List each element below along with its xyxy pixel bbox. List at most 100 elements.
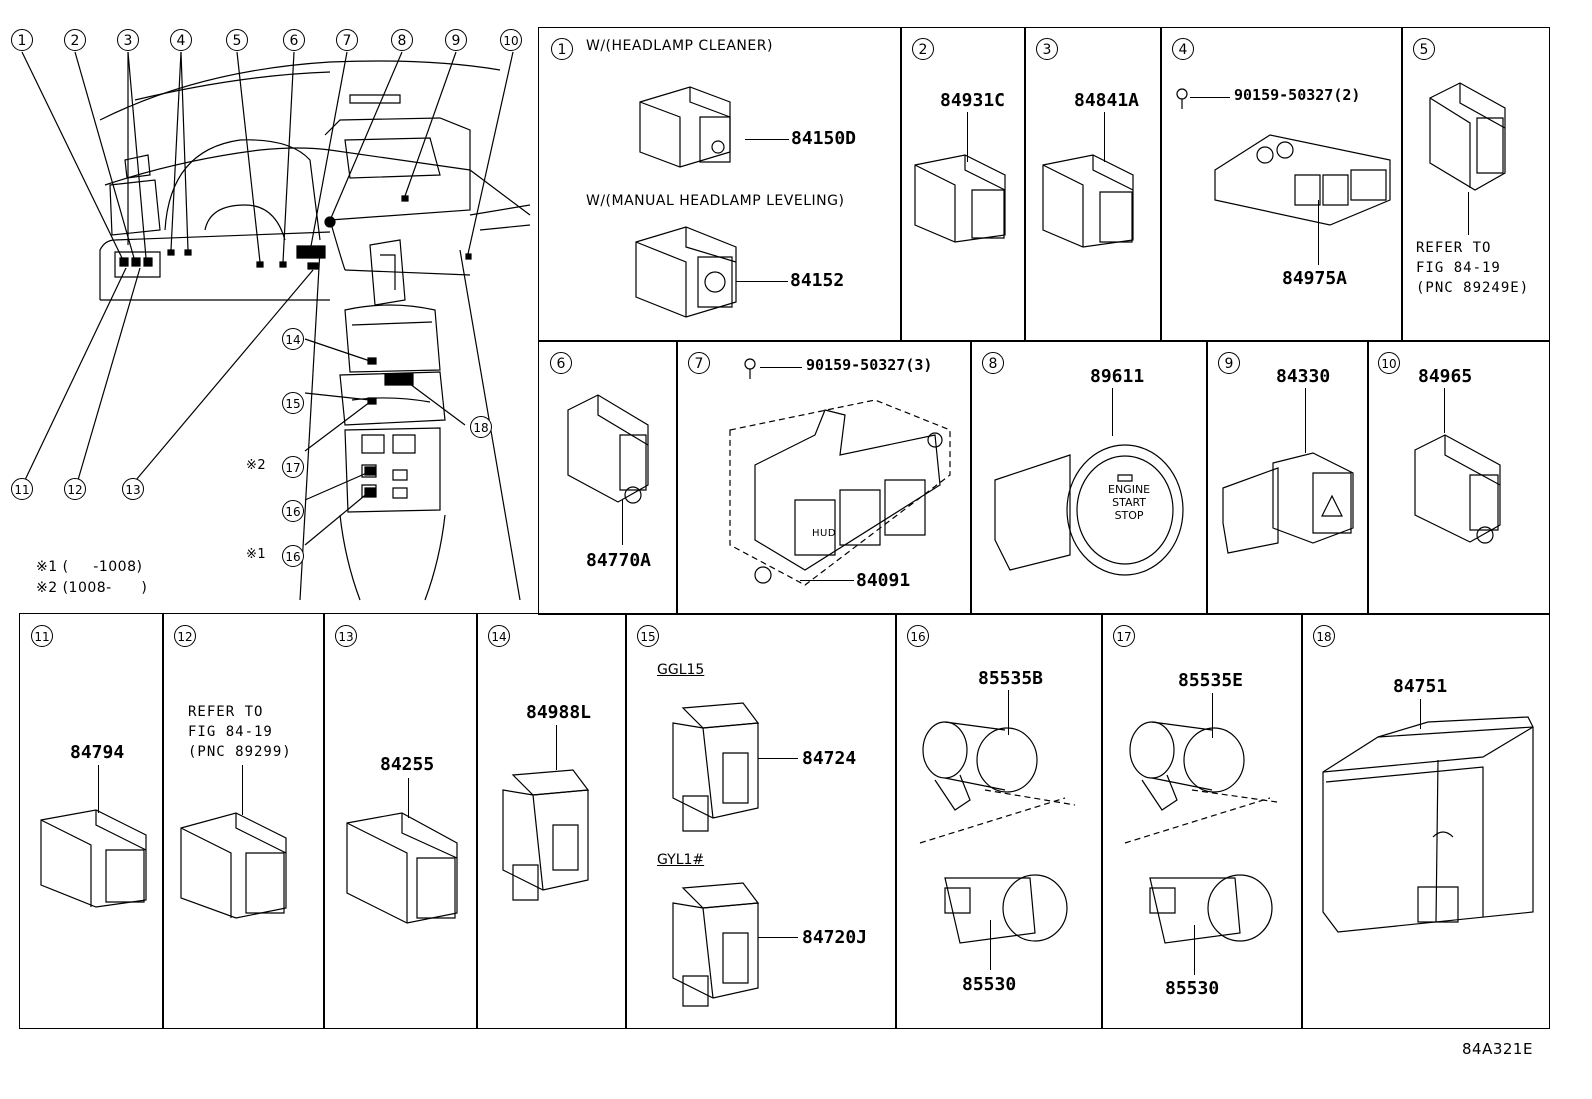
socket-cap-85535b [915,720,1080,830]
leader-84931c [967,112,969,162]
mark-2-label: ※2 [246,458,267,473]
leader-panel-12 [242,765,244,815]
panel-14-number: 14 [488,625,510,647]
engine-start-stop-text: ENGINE START STOP [1108,483,1151,522]
part-84975a: 84975A [1282,268,1348,289]
dashboard-drawing [0,0,535,610]
leader-84724 [758,758,798,760]
switch-panel-12 [176,808,291,923]
switch-84720j [668,878,763,1018]
callout-18: 18 [470,416,492,438]
callout-9: 9 [445,29,467,51]
part-89611: 89611 [1090,366,1145,387]
screw-icon [742,358,758,380]
leader-84720j [758,937,798,939]
panel-10 [1367,340,1550,615]
screw-90159-50327-2: 90159-50327(2) [1234,86,1361,104]
panel-11 [19,613,164,1029]
panel-5 [1401,27,1550,342]
panel-1-number: 1 [551,38,573,60]
part-84255: 84255 [380,754,435,775]
overview-illustration [0,0,535,610]
panel-1 [538,27,902,342]
switch-84794 [36,805,151,910]
panel-16 [895,613,1103,1029]
panel-16-number: 16 [907,625,929,647]
panel-4-number: 4 [1172,38,1194,60]
callout-5: 5 [226,29,248,51]
callout-8: 8 [391,29,413,51]
part-84150d: 84150D [791,128,857,149]
part-84724: 84724 [802,748,857,769]
panel-6 [538,340,678,615]
panel-7-number: 7 [688,352,710,374]
headlamp-cleaner-switch [630,82,750,172]
part-84091: 84091 [856,570,911,591]
panel-5-refer: REFER TO FIG 84-19 (PNC 89249E) [1416,240,1530,296]
leader-84841a [1104,112,1106,162]
switch-assembly-84975a [1210,120,1395,230]
panel-15 [625,613,897,1029]
panel-5-number: 5 [1413,38,1435,60]
engine-start-button [990,430,1190,580]
callout-4: 4 [170,29,192,51]
panel-9 [1206,340,1369,615]
switch-84255 [342,808,462,928]
socket-85530-b [1120,838,1280,948]
leader-85530-17 [1194,925,1196,975]
panel-2 [900,27,1026,342]
switch-assembly-84091 [725,395,955,585]
leader-84152 [736,281,788,283]
callout-10: 10 [500,29,522,51]
screw-icon [1174,88,1190,110]
callout-13: 13 [122,478,144,500]
leader-85535e [1212,693,1214,738]
leader-84988l [556,725,558,770]
panel-3-number: 3 [1036,38,1058,60]
part-84794: 84794 [70,742,125,763]
panel-4 [1160,27,1403,342]
leader-84150d [745,139,789,141]
panel-2-number: 2 [912,38,934,60]
leader-84770a [622,500,624,545]
panel-11-number: 11 [31,625,53,647]
callout-11: 11 [11,478,33,500]
leader-84751 [1420,699,1422,729]
footnote-1: ※1 ( -1008) [36,559,143,575]
panel-18 [1301,613,1550,1029]
panel-18-number: 18 [1313,625,1335,647]
leader-84794 [98,765,100,813]
callout-17: 17 [282,456,304,478]
footnote-2: ※2 (1008- ) [36,580,148,596]
callout-15: 15 [282,392,304,414]
panel-17 [1101,613,1303,1029]
panel-3 [1024,27,1162,342]
part-84330: 84330 [1276,366,1331,387]
headlamp-leveling-switch [626,222,746,322]
leader-84091 [800,580,854,582]
panel-6-number: 6 [550,352,572,374]
panel-7 [676,340,972,615]
callout-16b: 16 [282,545,304,567]
panel-8-number: 8 [982,352,1004,374]
socket-85530 [915,838,1080,948]
panel-1-note-b: W/(MANUAL HEADLAMP LEVELING) [586,193,845,209]
callout-1: 1 [11,29,33,51]
panel-15-sub-b: GYL1# [657,852,705,868]
leader-screw-4 [1190,97,1230,99]
panel-1-note-a: W/(HEADLAMP CLEANER) [586,38,773,54]
mark-1-label: ※1 [246,547,267,562]
switch-84841a [1038,150,1143,250]
switch-84770a [563,390,658,505]
callout-3: 3 [117,29,139,51]
hazard-switch [1218,448,1358,558]
callout-12: 12 [64,478,86,500]
callout-2: 2 [64,29,86,51]
switch-84724 [668,698,763,838]
panel-12 [162,613,325,1029]
callout-16a: 16 [282,500,304,522]
part-84770a: 84770A [586,550,652,571]
switch-84931c [910,150,1015,245]
panel-12-refer: REFER TO FIG 84-19 (PNC 89299) [188,704,292,760]
socket-cap-85535e [1122,720,1287,830]
